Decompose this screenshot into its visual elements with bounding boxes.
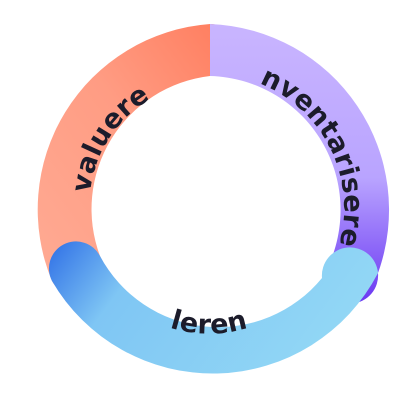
label-leren: leren bbox=[168, 304, 250, 340]
segment-leren bbox=[48, 241, 379, 374]
segment-evalueren bbox=[37, 24, 236, 296]
center-hole bbox=[114, 114, 306, 306]
segment-inventariseren bbox=[210, 24, 390, 304]
